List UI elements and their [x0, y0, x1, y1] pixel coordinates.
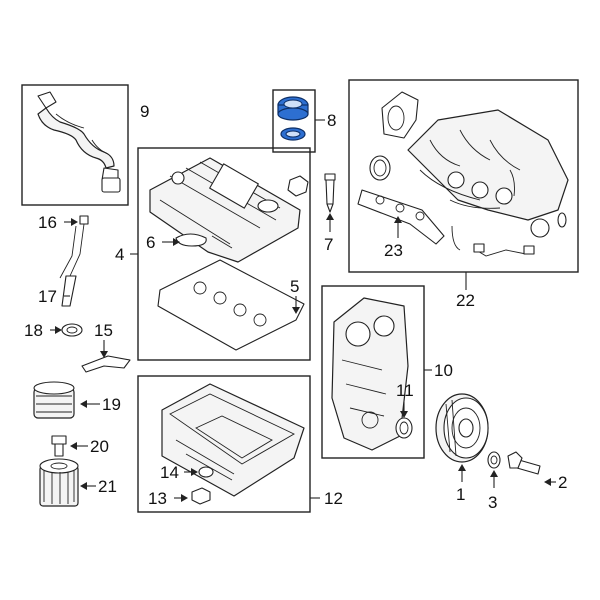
- callout-4[interactable]: 4: [115, 245, 124, 264]
- box-10-frame: [321, 285, 425, 459]
- group-box-22: 23 22: [348, 79, 579, 310]
- dipstick-tube[interactable]: [61, 275, 77, 307]
- callout-15[interactable]: 15: [94, 321, 113, 340]
- callout-13[interactable]: 13: [148, 489, 167, 508]
- cylinder-head-cover[interactable]: [149, 157, 301, 263]
- callout-6[interactable]: 6: [146, 233, 155, 252]
- cylinder-head-cover-gasket[interactable]: [157, 259, 305, 351]
- oil-jet[interactable]: [81, 355, 131, 373]
- group-part-19: 19: [33, 381, 121, 419]
- crankshaft-pulley[interactable]: [435, 393, 489, 463]
- vacuum-valve[interactable]: [530, 212, 567, 238]
- group-part-21: 21: [39, 458, 117, 507]
- callout-20[interactable]: 20: [90, 437, 109, 456]
- oil-cooler[interactable]: [33, 381, 75, 419]
- group-part-20: 20: [51, 435, 109, 457]
- callout-16[interactable]: 16: [38, 213, 57, 232]
- callout-2[interactable]: 2: [558, 473, 567, 492]
- group-part-15: 15: [81, 321, 131, 373]
- callout-11[interactable]: 11: [396, 381, 414, 400]
- drain-washer[interactable]: [61, 323, 83, 337]
- callout-21[interactable]: 21: [98, 477, 117, 496]
- callout-18[interactable]: 18: [24, 321, 43, 340]
- callout-23[interactable]: 23: [384, 241, 403, 260]
- callout-9[interactable]: 9: [140, 102, 149, 121]
- spark-plug-tube-seal[interactable]: [175, 233, 207, 247]
- group-dipstick: 16 17: [38, 213, 89, 307]
- box-9-frame: [21, 84, 129, 206]
- box-12-frame: [137, 375, 311, 513]
- box-22-frame: [348, 79, 579, 273]
- callout-5[interactable]: 5: [290, 277, 299, 296]
- dipstick-guide-bolt[interactable]: [324, 173, 336, 213]
- group-pulley: 1 3 2: [435, 393, 567, 512]
- callout-10[interactable]: 10: [434, 361, 453, 380]
- callout-12[interactable]: 12: [324, 489, 343, 508]
- group-box-12: 14 13 12: [137, 375, 343, 513]
- callout-1[interactable]: 1: [456, 485, 465, 504]
- intake-manifold[interactable]: [407, 109, 569, 221]
- oil-filter[interactable]: [39, 458, 79, 507]
- throttle-body[interactable]: [381, 91, 419, 139]
- group-box-10: 11 10: [321, 285, 453, 459]
- callout-22[interactable]: 22: [456, 291, 475, 310]
- manifold-o-ring[interactable]: [369, 155, 391, 181]
- callout-8[interactable]: 8: [327, 111, 336, 130]
- oil-filter-connector[interactable]: [51, 435, 67, 457]
- pcv-hose[interactable]: [37, 91, 121, 193]
- group-part-18: 18: [24, 321, 83, 340]
- group-part-7: 7: [287, 173, 336, 254]
- group-box-9: 9: [21, 84, 149, 206]
- intake-manifold-gasket[interactable]: [357, 189, 445, 245]
- callout-17[interactable]: 17: [38, 287, 57, 306]
- cover-bolt[interactable]: [287, 175, 309, 197]
- dipstick[interactable]: [59, 215, 89, 279]
- callout-14[interactable]: 14: [160, 463, 179, 482]
- front-crankshaft-seal[interactable]: [395, 417, 413, 439]
- drain-plug-gasket[interactable]: [198, 466, 214, 478]
- group-box-4: 4 6 5: [115, 147, 311, 361]
- pulley-bolt[interactable]: [507, 451, 541, 475]
- callout-19[interactable]: 19: [102, 395, 121, 414]
- group-box-8: 8: [272, 89, 336, 153]
- drain-plug[interactable]: [191, 487, 211, 505]
- oil-pan[interactable]: [161, 383, 305, 497]
- callout-3[interactable]: 3: [488, 493, 497, 512]
- sensor-wires[interactable]: [451, 225, 535, 257]
- oil-filler-cap-gasket[interactable]: [280, 127, 306, 141]
- callout-7[interactable]: 7: [324, 235, 333, 254]
- pulley-washer[interactable]: [487, 451, 501, 469]
- oil-filler-cap[interactable]: [277, 96, 309, 121]
- box-8-frame: [272, 89, 316, 153]
- timing-chain-cover[interactable]: [331, 297, 409, 451]
